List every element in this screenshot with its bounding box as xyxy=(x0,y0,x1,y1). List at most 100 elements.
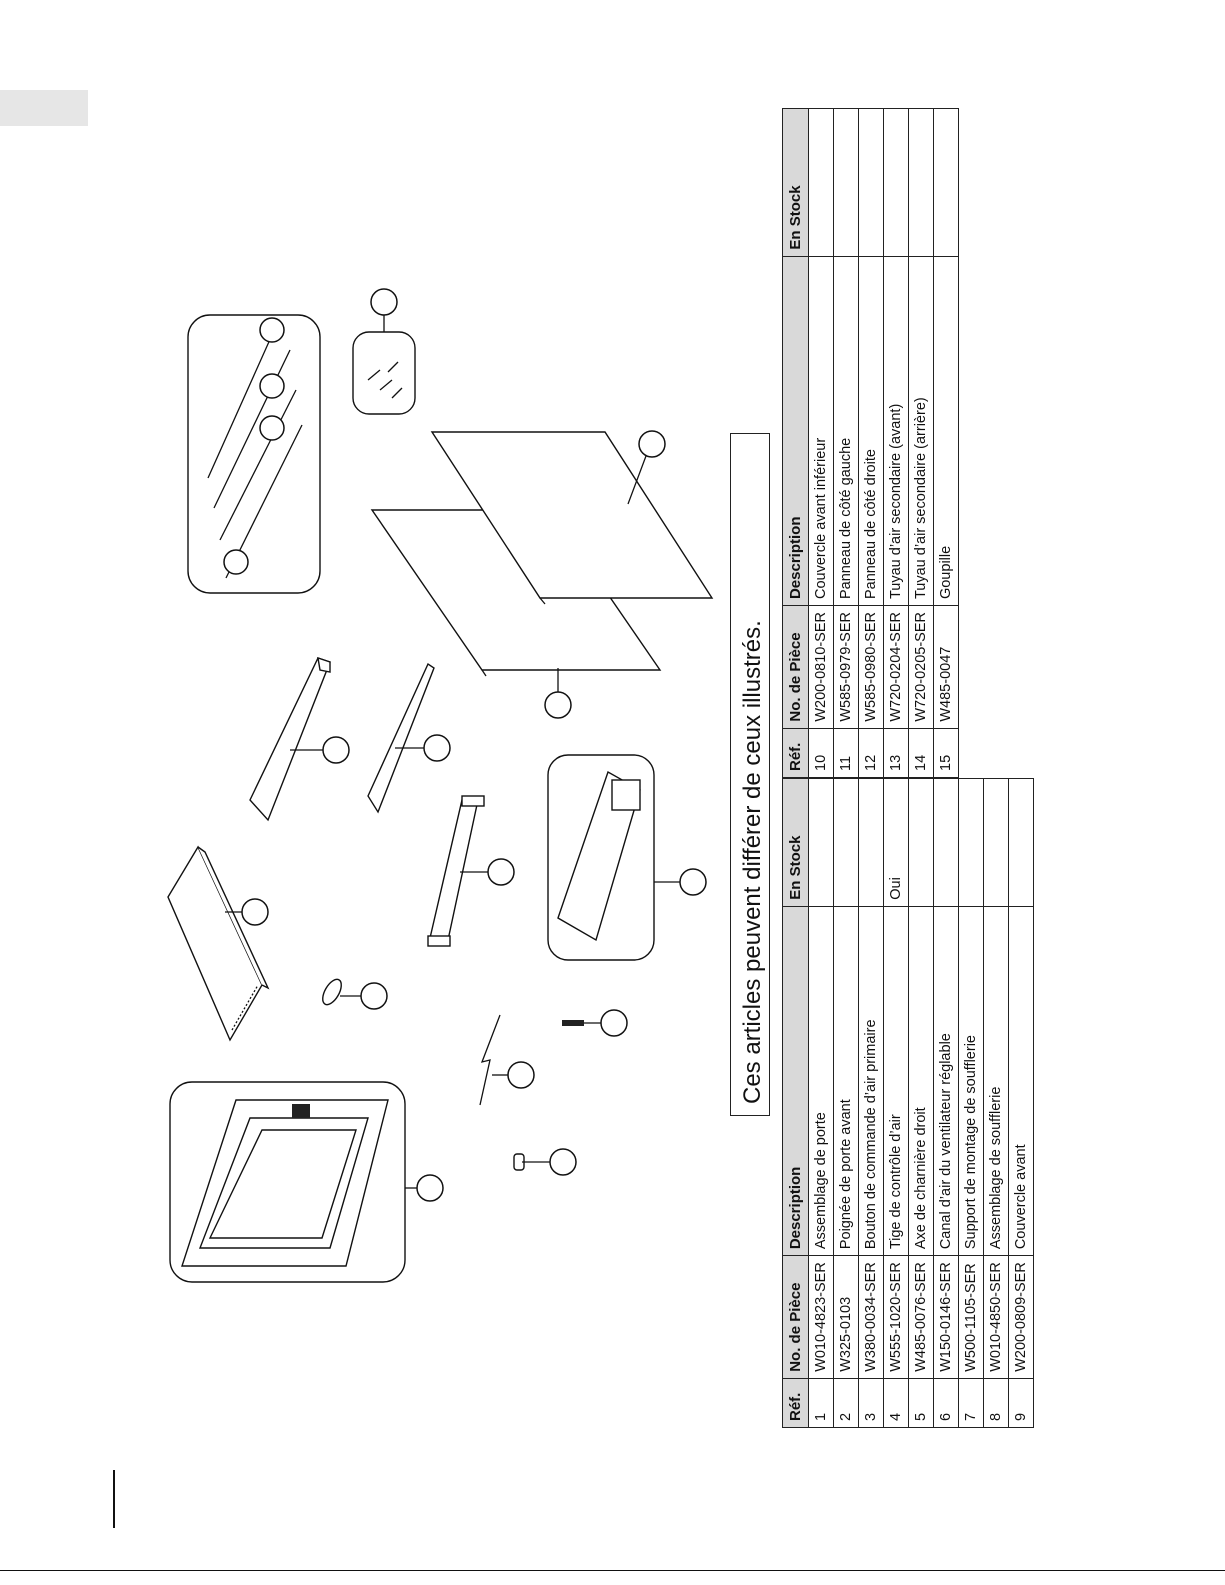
secondary-air-tubes-figure xyxy=(187,314,321,594)
callout-11 xyxy=(544,691,572,719)
cell-part-no: W485-0076-SER xyxy=(908,1255,934,1379)
cell-description: Assemblage de porte xyxy=(808,906,834,1256)
cell-part-no: W325-0103 xyxy=(833,1255,859,1379)
page-bottom-rule xyxy=(0,1570,1225,1571)
cell-stock xyxy=(983,778,1009,907)
cell-part-no: W720-0205-SER xyxy=(908,605,934,729)
cell-part-no: W200-0809-SER xyxy=(1008,1255,1034,1379)
cell-stock xyxy=(833,778,859,907)
cell-ref: 7 xyxy=(958,1378,984,1428)
cell-ref: 2 xyxy=(833,1378,859,1428)
cell-ref: 13 xyxy=(883,728,909,778)
cell-part-no: W380-0034-SER xyxy=(858,1255,884,1379)
parts-table-left: Réf. No. de Pièce Description En Stock 1… xyxy=(782,778,1034,1428)
front-cover-figure xyxy=(167,845,270,1042)
cell-part-no: W010-4850-SER xyxy=(983,1255,1009,1379)
cell-description: Tige de contrôle d’air xyxy=(883,906,909,1256)
header-stock: En Stock xyxy=(782,778,809,907)
cell-part-no: W150-0146-SER xyxy=(933,1255,959,1379)
header-part-no: No. de Pièce xyxy=(782,1255,809,1379)
cell-description: Assemblage de soufflerie xyxy=(983,906,1009,1256)
cell-stock xyxy=(883,108,909,257)
cell-description: Support de montage de soufflerie xyxy=(958,906,984,1256)
cell-stock xyxy=(908,108,934,257)
cell-ref: 15 xyxy=(933,728,959,778)
page-tab-marker xyxy=(0,90,88,126)
cell-ref: 5 xyxy=(908,1378,934,1428)
cell-ref: 9 xyxy=(1008,1378,1034,1428)
cell-stock xyxy=(1008,778,1034,907)
callout-13b xyxy=(223,549,249,575)
cell-part-no: W555-1020-SER xyxy=(883,1255,909,1379)
callout-3 xyxy=(360,982,388,1010)
parts-table-right: Réf. No. de Pièce Description En Stock 1… xyxy=(782,108,959,778)
lower-front-cover-figure xyxy=(249,656,331,822)
cell-stock: Oui xyxy=(883,778,909,907)
callout-14 xyxy=(259,373,285,399)
cell-description: Tuyau d’air secondaire (arrière) xyxy=(908,256,934,606)
cell-part-no: W200-0810-SER xyxy=(808,605,834,729)
side-panels-figure xyxy=(370,431,714,677)
callout-9 xyxy=(241,898,269,926)
page-edge-marker xyxy=(113,1470,115,1528)
callout-6 xyxy=(423,734,451,762)
cell-ref: 3 xyxy=(858,1378,884,1428)
header-part-no: No. de Pièce xyxy=(782,605,809,729)
cell-description: Tuyau d’air secondaire (avant) xyxy=(883,256,909,606)
cell-ref: 14 xyxy=(908,728,934,778)
cell-part-no: W500-1105-SER xyxy=(958,1255,984,1379)
callout-12 xyxy=(638,430,666,458)
callout-10 xyxy=(322,736,350,764)
callout-5 xyxy=(600,1009,628,1037)
table-header-row: Réf. No. de Pièce Description En Stock xyxy=(782,108,809,778)
note-box: Ces articles peuvent différer de ceux il… xyxy=(730,433,770,1116)
callout-13 xyxy=(259,317,285,343)
header-stock: En Stock xyxy=(782,108,809,257)
callout-7 xyxy=(487,858,515,886)
cell-part-no: W010-4823-SER xyxy=(808,1255,834,1379)
cell-part-no: W720-0204-SER xyxy=(883,605,909,729)
door-assembly-figure xyxy=(169,1081,406,1283)
cell-stock xyxy=(808,108,834,257)
cell-ref: 4 xyxy=(883,1378,909,1428)
cell-stock xyxy=(858,108,884,257)
cell-ref: 12 xyxy=(858,728,884,778)
cell-ref: 11 xyxy=(833,728,859,778)
cell-description: Panneau de côté droite xyxy=(858,256,884,606)
cell-description: Axe de charnière droit xyxy=(908,906,934,1256)
cell-ref: 6 xyxy=(933,1378,959,1428)
cell-ref: 10 xyxy=(808,728,834,778)
header-ref: Réf. xyxy=(782,728,809,778)
callout-14b xyxy=(259,415,285,441)
cell-description: Canal d’air du ventilateur réglable xyxy=(933,906,959,1256)
pins-figure xyxy=(352,331,416,415)
cell-stock xyxy=(858,778,884,907)
callout-1 xyxy=(416,1174,444,1202)
cell-description: Bouton de commande d’air primaire xyxy=(858,906,884,1256)
header-description: Description xyxy=(782,256,809,606)
header-ref: Réf. xyxy=(782,1378,809,1428)
cell-stock xyxy=(908,778,934,907)
cell-description: Panneau de côté gauche xyxy=(833,256,859,606)
cell-description: Goupille xyxy=(933,256,959,606)
cell-stock xyxy=(808,778,834,907)
callout-2 xyxy=(549,1148,577,1176)
callout-8 xyxy=(679,868,707,896)
blower-assembly-figure xyxy=(547,754,655,961)
cell-stock xyxy=(933,778,959,907)
cell-description: Poignée de porte avant xyxy=(833,906,859,1256)
blower-bracket-figure xyxy=(427,795,485,947)
parts-table-right-wrapper: Réf. No. de Pièce Description En Stock 1… xyxy=(782,108,959,778)
parts-table-left-wrapper: Réf. No. de Pièce Description En Stock 1… xyxy=(782,778,1034,1428)
